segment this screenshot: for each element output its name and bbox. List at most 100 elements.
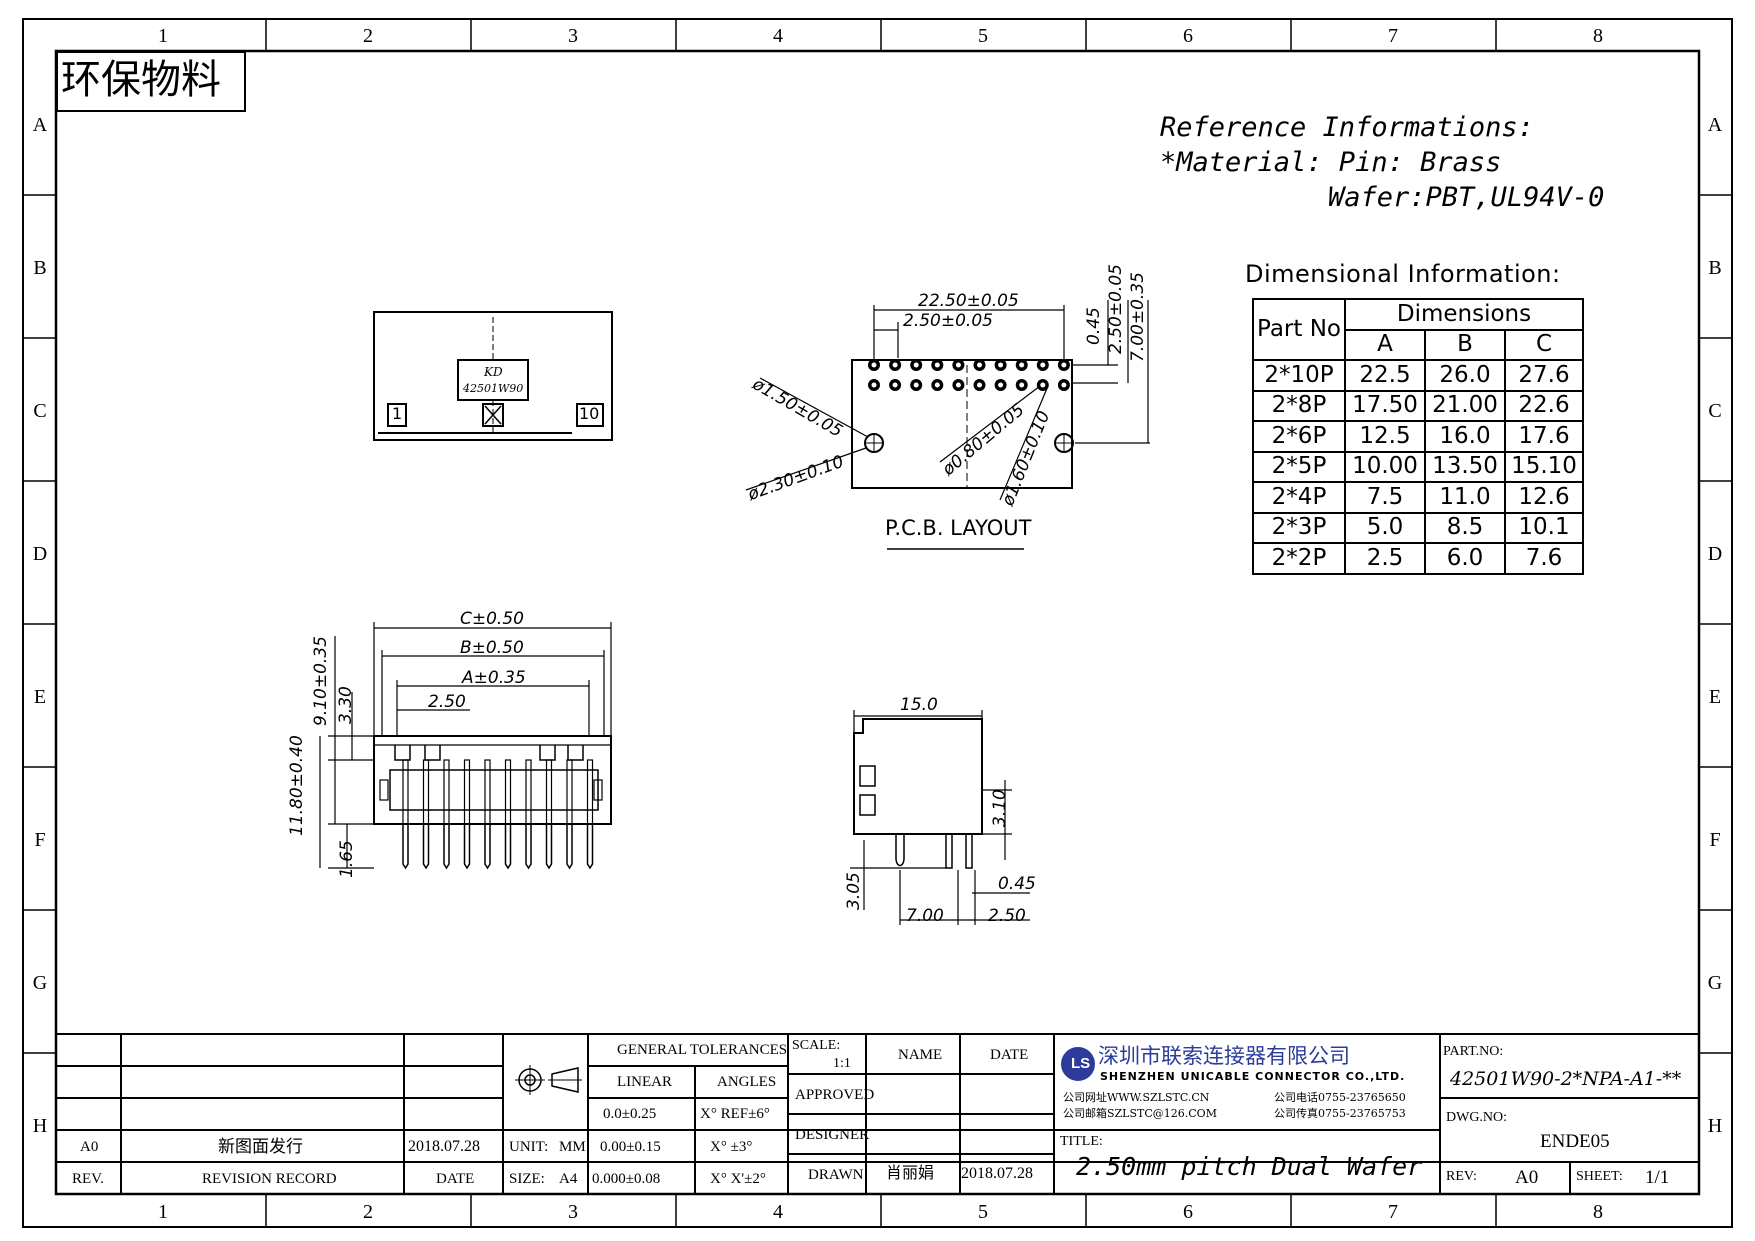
part-no-cell: 2*2P — [1252, 542, 1346, 575]
pin-tail — [566, 824, 573, 870]
pcb-dim-pitch: 2.50±0.05 — [903, 311, 993, 331]
zone-col-5: 5 — [978, 25, 988, 47]
zone-col-3: 3 — [568, 25, 578, 47]
dim-b-cell: 16.0 — [1424, 420, 1506, 453]
pin-hole-center — [1061, 382, 1067, 388]
part-number: 42501W90-2*NPA-A1-** — [1450, 1068, 1682, 1090]
revision-record: 新图面发行 — [218, 1137, 303, 1156]
side-dim-offset: 7.00 — [906, 906, 944, 926]
pin-body — [443, 759, 450, 825]
eco-stamp-box — [56, 51, 246, 112]
part-no-cell: 2*5P — [1252, 450, 1346, 483]
side-view — [850, 710, 1030, 925]
designer-label: DESIGNER — [795, 1127, 870, 1143]
sheet-frame — [22, 18, 1733, 1228]
zone-row-e: E — [1708, 686, 1722, 708]
pin-hole-center — [998, 382, 1004, 388]
pcb-dim-peg-offset: 7.00±0.35 — [1128, 272, 1148, 362]
pin-hole-center — [934, 382, 940, 388]
pin-hole-center — [871, 382, 877, 388]
tolerance-angle-2: X° ±3° — [710, 1139, 753, 1155]
zone-col-1: 1 — [158, 25, 168, 47]
company-name-en: SHENZHEN UNICABLE CONNECTOR CO.,LTD. — [1100, 1070, 1406, 1083]
dim-b-cell: 8.5 — [1424, 511, 1506, 544]
scale-value: 1:1 — [833, 1056, 851, 1071]
tolerance-angle-1: X° REF±6° — [700, 1106, 770, 1122]
revision-date: 2018.07.28 — [408, 1138, 480, 1155]
front-pins — [379, 759, 603, 870]
name-header: NAME — [898, 1047, 943, 1063]
side-dim-pin: 0.45 — [998, 874, 1036, 894]
side-dim-tail: 3.05 — [844, 872, 864, 910]
tolerance-angle-3: X° X'±2° — [710, 1171, 766, 1187]
pin-tail — [463, 824, 471, 870]
pcb-layout-label: P.C.B. LAYOUT — [885, 516, 1032, 540]
pin-tail — [525, 824, 532, 870]
dim-c-cell: 22.6 — [1504, 389, 1584, 422]
pin-hole-center — [871, 362, 877, 368]
side-dim-pitch: 2.50 — [988, 906, 1026, 926]
company-logo-icon — [1061, 1047, 1095, 1081]
zone-col-7: 7 — [1388, 25, 1398, 47]
dim-b-cell: 21.00 — [1424, 389, 1506, 422]
pin-hole-center — [1061, 362, 1067, 368]
pin-hole-center — [955, 362, 961, 368]
unit-label: UNIT: — [509, 1139, 549, 1155]
zone-row-h: H — [1707, 1115, 1723, 1137]
dwg-no-label: DWG.NO: — [1446, 1110, 1508, 1125]
pin-hole-center — [1019, 382, 1025, 388]
front-dim-total: 11.80±0.40 — [287, 735, 307, 836]
reference-material: *Material: Pin: Brass — [1160, 147, 1502, 178]
part-no-label: PART.NO: — [1443, 1044, 1504, 1059]
zone-col-2: 2 — [363, 1201, 373, 1223]
company-email: 公司邮箱SZLSTC@126.COM — [1063, 1107, 1217, 1120]
dim-c-cell: 17.6 — [1504, 420, 1584, 453]
pin-tail — [402, 824, 409, 870]
tolerance-linear-2: 0.00±0.15 — [600, 1139, 661, 1155]
approved-label: APPROVED — [795, 1087, 875, 1103]
front-dim-tail: 1.65 — [337, 840, 357, 878]
header-date: DATE — [436, 1171, 475, 1187]
pin-hole-center — [977, 382, 982, 388]
pcb-dim-overall: 22.50±0.05 — [918, 291, 1019, 311]
zone-col-8: 8 — [1593, 1201, 1603, 1223]
pin-tail — [545, 824, 553, 870]
top-view-pin-last: 10 — [579, 404, 600, 423]
pin-hole-center — [913, 382, 919, 388]
zone-col-4: 4 — [773, 1201, 783, 1223]
front-dim-b: B±0.50 — [460, 638, 524, 658]
zone-row-b: B — [33, 257, 47, 279]
zone-col-7: 7 — [1388, 1201, 1398, 1223]
size-label: SIZE: — [509, 1171, 545, 1187]
tolerances-heading: GENERAL TOLERANCES — [617, 1042, 788, 1058]
pin-body — [504, 759, 512, 825]
dim-b-cell: 6.0 — [1424, 542, 1506, 575]
part-no-cell: 2*4P — [1252, 481, 1346, 514]
pin-tail — [484, 824, 491, 870]
pin-tail — [586, 824, 594, 870]
dimensions-header: Dimensions — [1344, 298, 1584, 331]
pin-hole-center — [998, 362, 1004, 368]
pcb-layout — [745, 300, 1150, 550]
top-view-part-mark: 42501W90 — [463, 382, 524, 395]
drawn-label: DRAWN — [808, 1167, 864, 1183]
company-logo-text: LS — [1071, 1055, 1091, 1072]
part-no-header: Part No — [1252, 298, 1346, 361]
dim-c-cell: 7.6 — [1504, 542, 1584, 575]
zone-row-d: D — [1707, 543, 1723, 565]
pcb-pin-holes — [868, 359, 1070, 391]
pin-hole-center — [1040, 382, 1046, 388]
dim-b-cell: 11.0 — [1424, 481, 1506, 514]
zone-row-f: F — [34, 829, 46, 851]
dim-c-cell: 10.1 — [1504, 511, 1584, 544]
header-rev: REV. — [72, 1171, 104, 1187]
pin-hole-center — [977, 362, 982, 368]
part-no-cell: 2*10P — [1252, 359, 1346, 392]
tolerances-angles: ANGLES — [717, 1074, 777, 1090]
pin-hole-center — [955, 382, 961, 388]
pin-body — [422, 759, 430, 825]
